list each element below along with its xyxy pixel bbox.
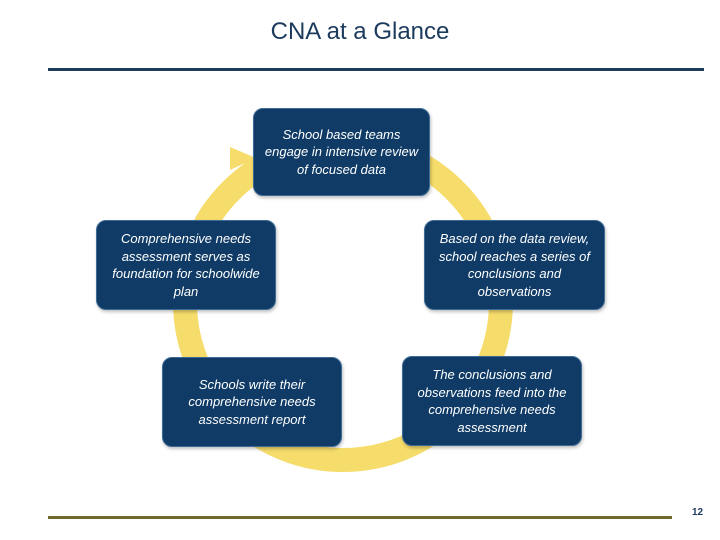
slide-title: CNA at a Glance xyxy=(270,18,450,45)
cycle-step-text: The conclusions and observations feed in… xyxy=(417,367,567,435)
cycle-step-text: Based on the data review, school reaches… xyxy=(438,231,591,299)
page-number: 12 xyxy=(692,507,704,518)
cycle-arrowhead xyxy=(230,147,256,170)
cycle-step-schoolwide-plan: Comprehensive needs assessment serves as… xyxy=(96,220,276,310)
cycle-step-conclusions: Based on the data review, school reaches… xyxy=(424,220,605,310)
cycle-step-text: Schools write their comprehensive needs … xyxy=(188,376,316,427)
cycle-step-text: Comprehensive needs assessment serves as… xyxy=(112,231,260,299)
cycle-step-feed-assessment: The conclusions and observations feed in… xyxy=(402,356,582,446)
cycle-step-text: School based teams engage in intensive r… xyxy=(264,126,419,177)
footer-divider xyxy=(48,516,672,519)
cycle-step-write-report: Schools write their comprehensive needs … xyxy=(162,357,342,447)
title-divider xyxy=(48,68,704,71)
cycle-step-review-data: School based teams engage in intensive r… xyxy=(253,108,430,196)
